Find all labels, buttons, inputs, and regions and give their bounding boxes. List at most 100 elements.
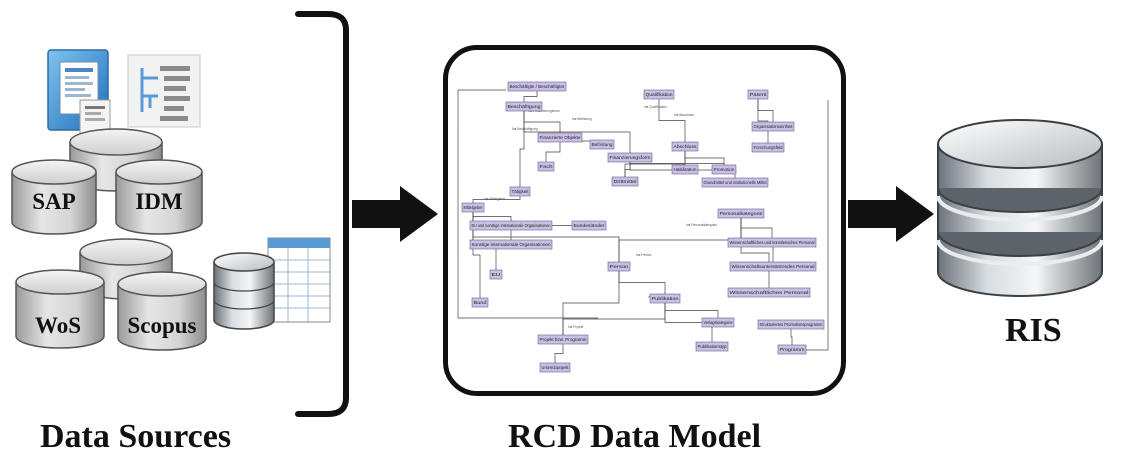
uml-class-label: Wissenschaftsunterstützendes Personal — [732, 264, 815, 269]
uml-class-box: Bund — [471, 297, 489, 308]
uml-class-box: Wissenschaftliches und künstlerisches Pe… — [727, 237, 817, 248]
uml-class-label: Person — [610, 264, 630, 269]
uml-class-label: Personalkategorie — [720, 211, 764, 216]
uml-class-label: Programm — [780, 347, 805, 352]
uml-class-box: Person — [607, 261, 631, 272]
database-cluster-internal: SAP IDM — [11, 128, 203, 235]
uml-class-box: Finanzierte Objekte — [537, 132, 583, 143]
uml-association-line — [519, 106, 525, 192]
uml-association-line — [757, 94, 769, 148]
idm-database-icon: IDM — [115, 159, 203, 235]
uml-association-line — [757, 94, 774, 127]
uml-edge-label: hat Personalkategorie — [686, 223, 717, 227]
uml-class-box: Personalkategorie — [717, 208, 765, 219]
uml-class-label: Publikation — [652, 296, 680, 301]
documents-icon — [47, 49, 111, 139]
rcd-data-model-title: RCD Data Model — [508, 418, 762, 455]
uml-class-box: Wissenschaftsunterstützendes Personal — [729, 261, 817, 272]
uml-class-label: Bundesländer — [574, 223, 606, 228]
uml-class-label: Wissenschaftliches Personal — [730, 290, 809, 295]
uml-edge-label: hat Projekt — [568, 325, 583, 329]
uml-class-box: Publikationstyp — [695, 341, 729, 352]
uml-class-box: Grundmittel und institutionelle Mittel — [701, 177, 769, 188]
uml-class-box: Fach — [537, 161, 555, 172]
wos-label: WoS — [35, 313, 81, 338]
uml-edge-label: hat Finanzierungsform — [528, 109, 560, 113]
uml-class-box: Habilitation — [671, 164, 699, 175]
uml-class-label: Finanzierte Objekte — [540, 135, 582, 140]
uml-class-label: Patent — [750, 92, 768, 97]
uml-association-line — [658, 94, 686, 147]
uml-association-line — [523, 86, 538, 107]
ris-title: RIS — [1005, 312, 1062, 349]
uml-class-box: Drittmittel — [611, 176, 639, 187]
data-sources-group: SAP IDM WoS Scopus — [11, 11, 349, 417]
uml-class-box: Organisationseinheit — [751, 121, 795, 132]
uml-class-box: Forschungsfeld — [751, 142, 785, 153]
uml-class-box: Qualifikation — [643, 89, 675, 100]
uml-class-box: Strukturiertes Promotionsprogramm — [757, 319, 825, 330]
uml-edge-label: hat Qualifikation — [644, 105, 667, 109]
uml-class-box: Wissenschaftliches Personal — [727, 287, 811, 298]
idm-label: IDM — [135, 189, 183, 214]
uml-class-label: Abschluss — [674, 144, 698, 149]
database-cluster-external: WoS Scopus — [15, 238, 207, 351]
uml-class-label: Strukturiertes Promotionsprogramm — [760, 322, 823, 327]
uml-association-line — [523, 106, 631, 158]
scopus-database-icon: Scopus — [117, 271, 207, 351]
right-arrow-icon — [848, 186, 934, 242]
database-table-icon — [213, 237, 331, 330]
uml-associations — [457, 86, 829, 368]
arrow-model-to-ris — [848, 186, 934, 242]
uml-class-label: Organisationseinheit — [754, 124, 794, 129]
uml-class-label: Qualifikation — [646, 92, 674, 97]
uml-class-box: EU und sonstige internationale Organisat… — [469, 220, 553, 231]
uml-class-box: Projekt bzw. Programm — [537, 334, 589, 345]
uml-class-box: Promotion — [711, 164, 737, 175]
right-arrow-icon — [352, 186, 438, 242]
uml-class-box: Publikation — [649, 293, 681, 304]
uml-class-box: Unterrubprojekt — [539, 362, 571, 373]
uml-association-line — [562, 298, 666, 340]
data-sources-title: Data Sources — [40, 418, 232, 455]
rcd-model-frame: hat Beschäftigung hat Finanzierungsform ha… — [443, 45, 846, 396]
tree-structure-icon — [127, 54, 201, 128]
sap-database-icon: SAP — [11, 159, 97, 235]
uml-diagram: hat Beschäftigung hat Finanzierungsform ha… — [457, 81, 829, 373]
uml-class-label: Promotion — [714, 167, 736, 172]
uml-class-label: Fach — [540, 164, 554, 169]
sap-label: SAP — [32, 189, 75, 214]
uml-class-label: Befristung — [592, 142, 614, 147]
uml-association-line — [472, 207, 481, 303]
uml-class-box: Beschäftigung — [505, 101, 543, 112]
uml-edge-label: hat Mittelgeber — [484, 197, 506, 201]
uml-class-label: Mittelgeber — [464, 205, 483, 210]
uml-class-box: Programm — [777, 344, 807, 355]
uml-class-box: Mittelgeber — [461, 202, 485, 213]
uml-class-box: Bundesländer — [571, 220, 607, 231]
uml-class-label: EU — [492, 272, 501, 277]
uml-class-label: Unterrubprojekt — [542, 365, 570, 370]
uml-association-line — [545, 137, 561, 167]
uml-class-label: Projekt bzw. Programm — [540, 337, 587, 342]
uml-class-box: Tätigkeit — [509, 186, 531, 197]
uml-class-box: Verlagskategorie — [701, 317, 735, 328]
uml-class-box: Beschäftigte / Beschäftigter — [507, 81, 567, 92]
uml-class-label: Wissenschaftliches und künstlerisches Pe… — [730, 240, 815, 245]
uml-association-line — [790, 324, 793, 350]
uml-class-label: EU und sonstige internationale Organisat… — [472, 223, 551, 228]
uml-class-label: Beschäftigte / Beschäftigter — [510, 84, 566, 89]
uml-association-line — [554, 339, 564, 368]
uml-class-label: Bund — [474, 300, 488, 305]
ris-database-icon — [936, 119, 1104, 297]
uml-class-label: Publikationstyp — [698, 344, 727, 349]
uml-edge-label: hat Person — [636, 253, 652, 257]
uml-edge-label: hat Beschäftigung — [512, 127, 538, 131]
uml-class-label: Forschungsfeld — [754, 145, 783, 150]
uml-class-box: Finanzierungsform — [607, 152, 653, 163]
uml-class-box: EU — [489, 269, 503, 280]
uml-association-line — [618, 213, 742, 267]
uml-class-label: Habilitation — [674, 167, 698, 172]
uml-class-label: Verlagskategorie — [704, 320, 733, 325]
uml-class-box: Patent — [747, 89, 769, 100]
